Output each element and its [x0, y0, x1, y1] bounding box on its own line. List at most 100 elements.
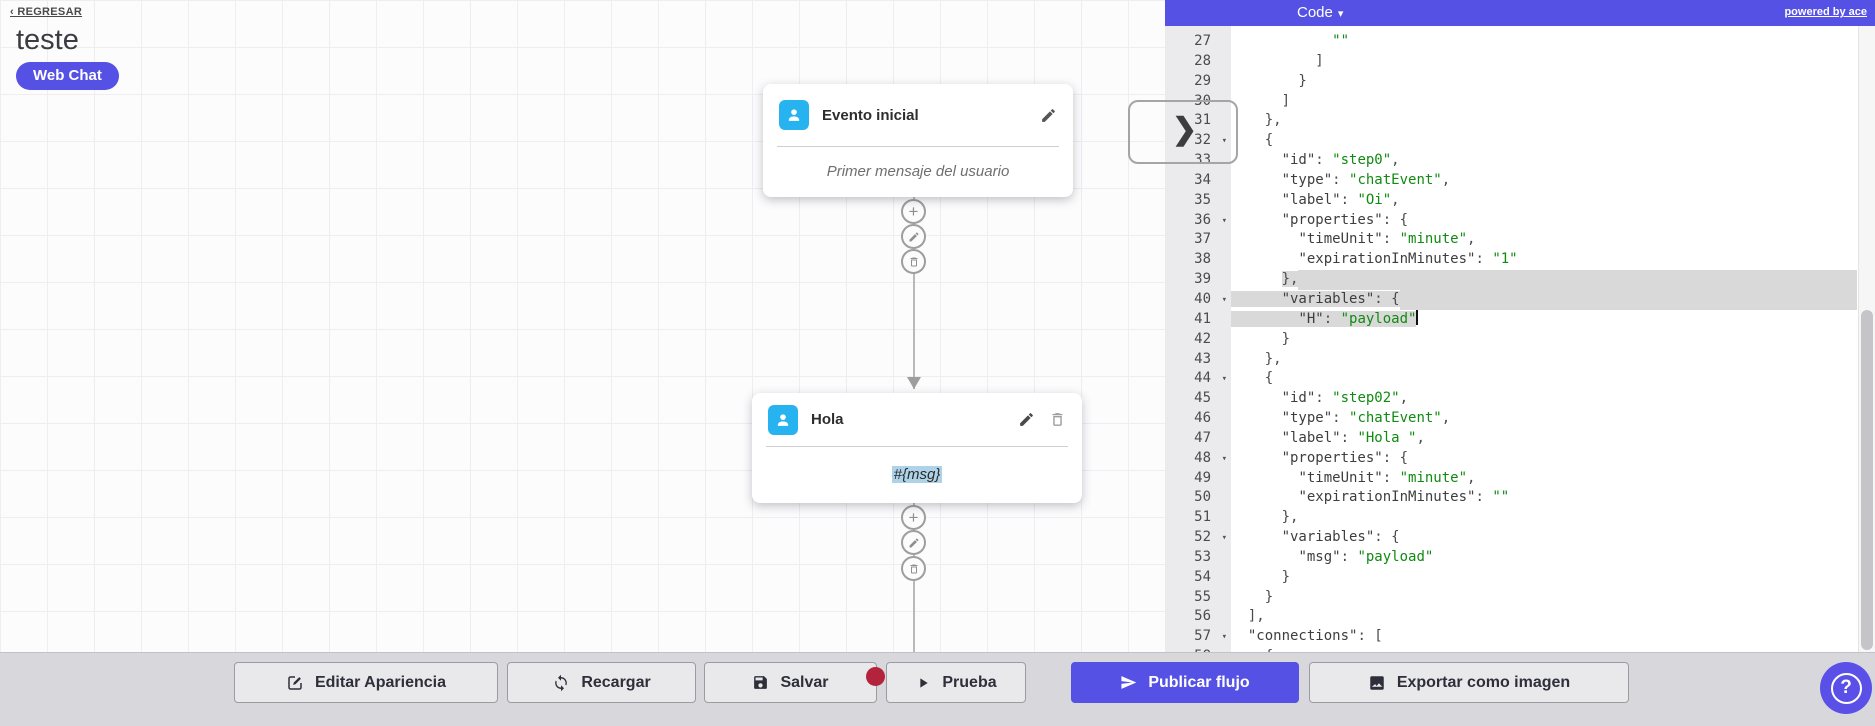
gutter-cell: 49 [1165, 469, 1231, 489]
variable-chip: #{msg} [891, 465, 943, 483]
edit-appearance-button[interactable]: Editar Apariencia [234, 662, 498, 703]
question-mark-icon: ? [1830, 672, 1862, 704]
export-image-button[interactable]: Exportar como imagen [1309, 662, 1629, 703]
code-lines[interactable]: 27 ""28 ]29 }30 ]31 },32▾ {33 "id": "ste… [1165, 26, 1875, 726]
help-button[interactable]: ? [1820, 662, 1872, 714]
gutter-cell[interactable]: 40▾ [1165, 290, 1231, 310]
code-line[interactable]: 33 "id": "step0", [1165, 151, 1875, 171]
code-line[interactable]: 27 "" [1165, 32, 1875, 52]
gutter-cell: 41 [1165, 310, 1231, 330]
gutter-cell: 50 [1165, 488, 1231, 508]
line-number: 41 [1194, 310, 1211, 327]
code-line[interactable]: 38 "expirationInMinutes": "1" [1165, 250, 1875, 270]
code-line[interactable]: 39 }, [1165, 270, 1875, 290]
code-panel: 27 ""28 ]29 }30 ]31 },32▾ {33 "id": "ste… [1165, 0, 1875, 726]
code-line[interactable]: 32▾ { [1165, 131, 1875, 151]
gutter-cell: 56 [1165, 607, 1231, 627]
line-number: 27 [1194, 33, 1211, 49]
code-mode-dropdown[interactable]: Code▾ [1297, 4, 1344, 21]
gutter-cell[interactable]: 52 ▾ [1165, 528, 1231, 548]
code-line[interactable]: 34 "type": "chatEvent", [1165, 171, 1875, 191]
line-number: 42 [1194, 330, 1211, 347]
code-line[interactable]: 50 "expirationInMinutes": "" [1165, 488, 1875, 508]
node-hola[interactable]: Hola #{msg} [752, 393, 1082, 503]
fold-caret-icon: ▾ [1221, 533, 1227, 544]
edit-square-icon [288, 675, 302, 690]
code-line[interactable]: 55 } [1165, 588, 1875, 608]
line-number: 33 [1194, 152, 1211, 169]
fold-caret-icon: ▾ [1221, 136, 1227, 147]
scrollbar-thumb[interactable] [1861, 310, 1873, 650]
code-line[interactable]: 40▾ "variables": { [1165, 289, 1875, 310]
back-link[interactable]: ‹ REGRESAR [10, 6, 83, 18]
gutter-cell[interactable]: 32▾ [1165, 131, 1231, 151]
code-line[interactable]: 52▾ "variables": { [1165, 528, 1875, 548]
flow-canvas[interactable]: ‹ REGRESAR teste Web Chat + + [0, 0, 1165, 726]
code-line[interactable]: 45 "id": "step02", [1165, 389, 1875, 409]
gutter-cell: 31 [1165, 111, 1231, 131]
code-line[interactable]: 43 }, [1165, 350, 1875, 370]
code-line[interactable]: 46 "type": "chatEvent", [1165, 409, 1875, 429]
node-body-text: Primer mensaje del usuario [826, 163, 1010, 180]
delete-node-button[interactable] [1049, 411, 1066, 428]
code-line[interactable]: 36▾ "properties": { [1165, 211, 1875, 231]
gutter-cell: 35 [1165, 191, 1231, 211]
line-number: 38 [1194, 251, 1211, 268]
test-button[interactable]: Prueba [886, 662, 1026, 703]
code-line[interactable]: 28 ] [1165, 52, 1875, 72]
bottom-toolbar: Editar Apariencia Recargar Salvar Prueba… [0, 652, 1875, 726]
publish-flow-button[interactable]: Publicar flujo [1071, 662, 1299, 703]
line-number: 46 [1194, 410, 1211, 427]
line-number: 31 [1194, 112, 1211, 129]
line-number: 47 [1194, 429, 1211, 446]
plus-icon: + [908, 508, 919, 527]
node-evento-inicial[interactable]: Evento inicial Primer mensaje del usuari… [763, 84, 1073, 197]
code-line[interactable]: 57▾ "connections": [ [1165, 627, 1875, 647]
add-step-button[interactable]: + [901, 199, 926, 224]
gutter-cell[interactable]: 44▾ [1165, 369, 1231, 389]
channel-badge: Web Chat [16, 62, 119, 90]
line-number: 37 [1194, 231, 1211, 248]
code-line[interactable]: 35 "label": "Oi", [1165, 191, 1875, 211]
code-line[interactable]: 53 "msg": "payload" [1165, 548, 1875, 568]
gutter-cell: 33 [1165, 151, 1231, 171]
code-line[interactable]: 30 ] [1165, 92, 1875, 112]
gutter-cell: 54 [1165, 568, 1231, 588]
save-button[interactable]: Salvar [704, 662, 877, 703]
code-line[interactable]: 48▾ "properties": { [1165, 449, 1875, 469]
code-line[interactable]: 42 } [1165, 330, 1875, 350]
code-line[interactable]: 29 } [1165, 72, 1875, 92]
edit-node-button[interactable] [1018, 411, 1035, 428]
line-number: 54 [1194, 568, 1211, 585]
gutter-cell[interactable]: 48▾ [1165, 449, 1231, 469]
gutter-cell[interactable]: 36▾ [1165, 211, 1231, 231]
code-line[interactable]: 31 }, [1165, 111, 1875, 131]
divider [766, 446, 1068, 447]
fold-caret-icon: ▾ [1221, 294, 1227, 305]
code-line[interactable]: 49 "timeUnit": "minute", [1165, 469, 1875, 489]
gutter-cell: 43 [1165, 350, 1231, 370]
collapse-code-panel-button[interactable]: ❯ [1128, 100, 1238, 164]
add-step-button[interactable]: + [901, 505, 926, 530]
code-line[interactable]: 44▾ { [1165, 369, 1875, 389]
line-number: 52 [1194, 529, 1211, 546]
code-line[interactable]: 41 "H": "payload" [1165, 309, 1875, 330]
code-line[interactable]: 37 "timeUnit": "minute", [1165, 230, 1875, 250]
edit-connection-button[interactable] [901, 224, 926, 249]
gutter-cell: 53 [1165, 548, 1231, 568]
edit-connection-button[interactable] [901, 530, 926, 555]
reload-button[interactable]: Recargar [507, 662, 696, 703]
code-line[interactable]: 56 ], [1165, 607, 1875, 627]
gutter-cell[interactable]: 57▾ [1165, 627, 1231, 647]
code-line[interactable]: 51 }, [1165, 508, 1875, 528]
code-line[interactable]: 47 "label": "Hola ", [1165, 429, 1875, 449]
powered-by-ace-link[interactable]: powered by ace [1784, 6, 1867, 18]
editor-gutter [1165, 26, 1231, 726]
code-line[interactable]: 54 } [1165, 568, 1875, 588]
fold-caret-icon: ▾ [1221, 215, 1227, 226]
delete-connection-button[interactable] [901, 556, 926, 581]
edit-node-button[interactable] [1040, 107, 1057, 124]
scrollbar-track[interactable] [1858, 26, 1875, 652]
delete-connection-button[interactable] [901, 249, 926, 274]
line-number: 43 [1194, 350, 1211, 367]
